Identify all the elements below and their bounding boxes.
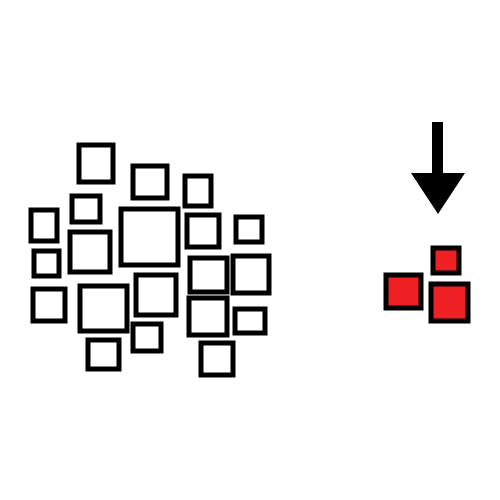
square-icon: [133, 272, 179, 318]
square-icon: [430, 245, 462, 276]
square-icon: [69, 193, 103, 225]
square-icon: [184, 212, 222, 250]
square-icon: [232, 306, 268, 336]
square-icon: [230, 253, 272, 296]
square-icon: [31, 248, 62, 279]
square-icon: [383, 272, 424, 311]
square-icon: [182, 173, 214, 209]
square-icon: [67, 229, 113, 275]
square-icon: [85, 337, 122, 372]
down-arrow-icon: [411, 122, 465, 214]
square-icon: [130, 321, 164, 354]
square-icon: [28, 207, 60, 244]
square-icon: [130, 163, 170, 201]
square-icon: [198, 340, 236, 378]
square-icon: [233, 214, 265, 245]
arrow-shaft: [432, 122, 443, 177]
outline-square-cluster: [28, 142, 272, 378]
square-icon: [118, 206, 181, 268]
square-icon: [77, 283, 130, 334]
square-icon: [76, 142, 116, 185]
arrow-head: [411, 173, 465, 214]
square-icon: [30, 286, 68, 324]
filled-square-group: [383, 245, 471, 324]
square-icon: [428, 281, 471, 324]
square-icon: [187, 255, 230, 295]
square-icon: [186, 295, 230, 338]
